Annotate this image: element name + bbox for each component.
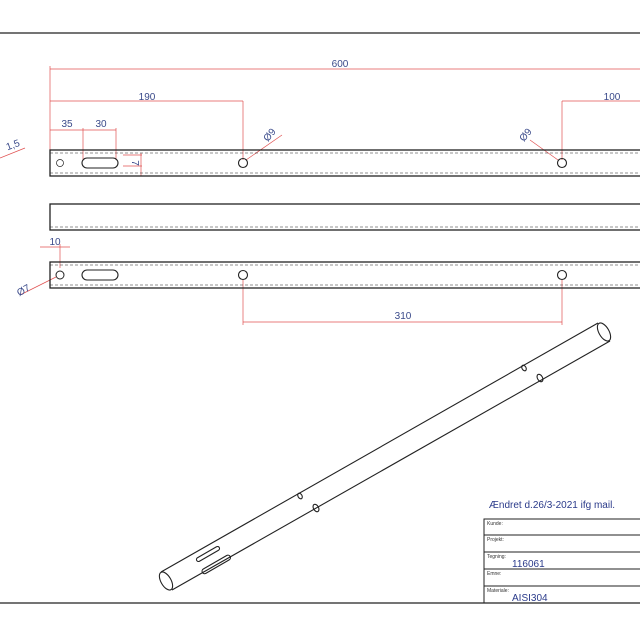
revision-note: Ændret d.26/3-2021 ifg mail.	[489, 500, 615, 511]
material-value: AISI304	[512, 593, 548, 604]
material-label: Materiale:	[487, 588, 509, 594]
customer-label: Kunde:	[487, 521, 503, 527]
project-label: Projekt:	[487, 537, 504, 543]
dim-slot-width: 7	[129, 160, 140, 166]
dim-wall: 1,5	[5, 138, 22, 153]
dim-slot-offset: 35	[61, 119, 73, 130]
drawing-value: 116061	[512, 559, 545, 570]
dim-end-hole-dia: Ø7	[15, 283, 32, 299]
dim-total-length: 600	[332, 59, 349, 70]
tube-isometric-view	[158, 322, 612, 591]
title-block: Kunde: Projekt: Tegning: 116061 Emne: Ma…	[483, 518, 640, 604]
dim-to-first-hole: 190	[139, 92, 156, 103]
tube-side-view	[49, 203, 640, 231]
tube-top-view	[49, 149, 640, 177]
dim-slot-length: 30	[95, 119, 107, 130]
dim-hole-dia: Ø9	[262, 126, 279, 144]
dimension-lines	[0, 66, 640, 325]
dim-end-hole-offset: 10	[49, 237, 61, 248]
dim-hole-spacing: 310	[395, 311, 412, 322]
tube-bottom-view	[49, 261, 640, 289]
subject-label: Emne:	[487, 571, 501, 577]
dim-from-end-hole: 100	[604, 92, 621, 103]
drawing-label: Tegning:	[487, 554, 506, 560]
